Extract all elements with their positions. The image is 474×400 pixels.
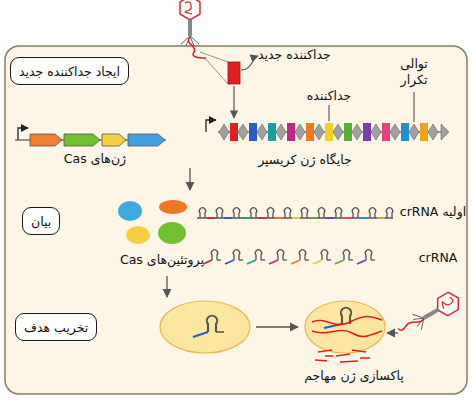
cas-complex bbox=[160, 301, 250, 353]
part-label: ژن‌های Cas bbox=[50, 151, 140, 167]
stage-box: بیان bbox=[22, 207, 60, 235]
phage bbox=[180, 0, 200, 46]
target-cleavage bbox=[305, 301, 385, 362]
leader-line bbox=[329, 105, 330, 121]
phage bbox=[410, 289, 463, 331]
phage-dna bbox=[188, 37, 206, 58]
stage-box: ایجاد جداکننده جدید bbox=[10, 57, 129, 85]
spacer-arrow bbox=[241, 56, 258, 70]
crispr-locus bbox=[206, 120, 449, 141]
stage-box: تخریب هدف bbox=[15, 313, 97, 341]
flow-arrow bbox=[256, 326, 298, 327]
part-label: crRNA اولیه bbox=[396, 204, 470, 220]
stage-title: ایجاد جداکننده جدید bbox=[19, 64, 120, 79]
insert-arrow bbox=[233, 86, 234, 118]
cas-genes bbox=[15, 128, 166, 146]
new-spacer bbox=[228, 62, 240, 84]
part-label: جداکننده جدید bbox=[258, 47, 353, 63]
part-label: پروتئین‌های Cas bbox=[108, 252, 216, 268]
phage-dna bbox=[398, 319, 424, 330]
part-label: توالی تکرار bbox=[388, 56, 440, 88]
cell bbox=[5, 46, 467, 394]
part-label: جداکننده bbox=[300, 88, 358, 104]
flow-arrow bbox=[189, 168, 190, 190]
flow-arrow bbox=[166, 276, 167, 297]
crrna-pieces bbox=[203, 250, 375, 264]
part-label: جایگاه ژن کریسپر bbox=[245, 152, 365, 168]
stage-title: بیان bbox=[31, 214, 51, 229]
pre-crrna bbox=[197, 208, 393, 218]
part-label: پاکسازی ژن مهاجم bbox=[288, 368, 420, 384]
injection-arrow bbox=[387, 332, 398, 333]
stage-title: تخریب هدف bbox=[24, 320, 88, 335]
zoom-line bbox=[200, 52, 228, 84]
part-label: crRNA bbox=[412, 250, 464, 266]
leader-line bbox=[414, 92, 415, 122]
cas-proteins bbox=[118, 200, 187, 244]
